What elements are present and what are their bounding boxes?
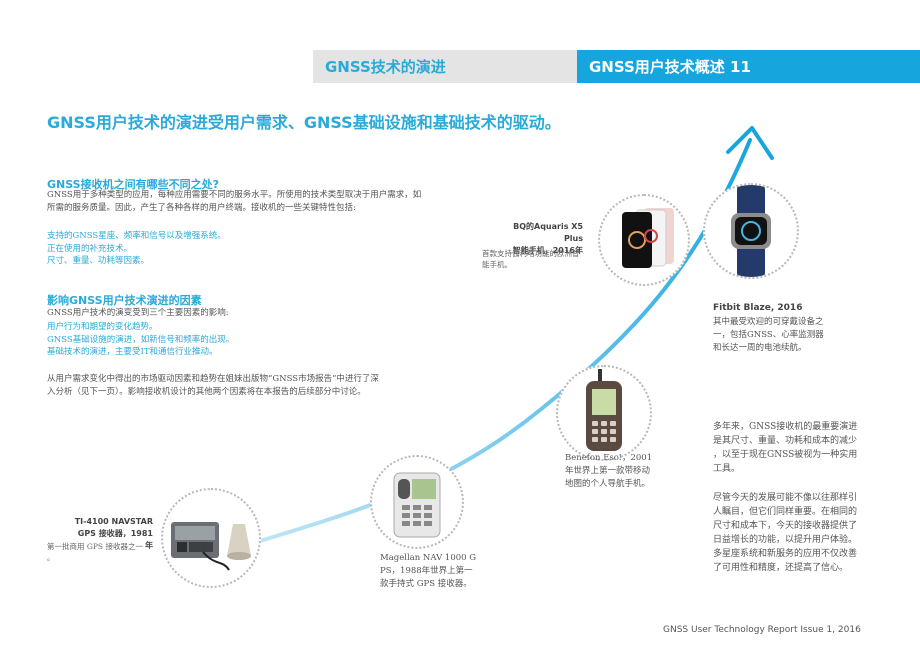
list-item: 用户行为和期望的变化趋势。	[47, 322, 158, 332]
section-intro-factors: GNSS用户技术的演变受到三个主要因素的影响:	[47, 308, 229, 318]
list-item: GNSS基础设施的演进，如新信号和频率的出现。	[47, 334, 235, 345]
evolution-paragraph-1: 多年来，GNSS接收机的最重要演进 是其尺寸、重量、功耗和成本的减少 ，以至于现…	[713, 420, 883, 476]
receiver-features-list: 支持的GNSS星座、频率和信号以及增强系统。 正在使用的补充技术。 尺寸、重量、…	[47, 230, 226, 268]
body-line: 从用户需求变化中得出的市场驱动因素和趋势在姐妹出版物“GNSS市场报告”中进行了…	[47, 374, 379, 384]
caption-line: 智能手机，2016年	[512, 246, 583, 255]
evolution-paragraph-2: 尽管今天的发展可能不像以往那样引 人瞩目，但它们同样重要。在相同的 尺寸和成本下…	[713, 491, 883, 575]
body-line: 工具。	[713, 464, 741, 474]
caption-line: 地图的个人导航手机。	[565, 479, 651, 489]
arrow-head	[726, 126, 774, 160]
body-line: 人瞩目，但它们同样重要。在相同的	[713, 507, 858, 517]
device-fitbit-desc: 其中最受欢迎的可穿戴设备之 一，包括GNSS、心率监测器 和长达一周的电池续航。	[713, 316, 853, 355]
caption-line: Magellan NAV 1000 G	[380, 553, 477, 563]
list-item: 尺寸、重量、功耗等因素。	[47, 256, 150, 266]
section-tab: GNSS技术的演进	[313, 50, 577, 83]
caption-line: 年世界上第一款带移动	[565, 466, 651, 476]
caption-line: BQ的Aquaris X5 Plus	[513, 222, 583, 243]
body-line: 日益增长的功能，以提升用户体验。	[713, 535, 858, 545]
body-line: 多星座系统和新服务的应用不仅改善	[713, 549, 858, 559]
device-magellan-image	[370, 455, 464, 549]
body-line: ，以至于现在GNSS被视为一种实用	[713, 450, 858, 460]
caption-line: Benefon Esc!，2001	[565, 453, 653, 463]
device-ti4100-title: TI-4100 NAVSTAR GPS 接收器，1981年	[71, 516, 153, 552]
list-item: 正在使用的补充技术。	[47, 243, 133, 254]
section-body-receivers: GNSS用于多种类型的应用，每种应用需要不同的服务水平。所使用的技术类型取决于用…	[47, 189, 447, 215]
caption-line: PS，1988年世界上第一	[380, 566, 473, 576]
body-line: 所需的服务质量。因此，产生了各种各样的用户终端。接收机的一些关键特性包括:	[47, 203, 356, 213]
caption-line: 和长达一周的电池续航。	[713, 343, 807, 353]
arrow-curve	[198, 138, 752, 562]
device-bq-title: BQ的Aquaris X5 Plus 智能手机，2016年	[497, 221, 583, 257]
device-benefon-desc: Benefon Esc!，2001 年世界上第一款带移动 地图的个人导航手机。	[565, 452, 665, 491]
caption-line: 。	[47, 553, 55, 562]
device-ti4100-desc: 第一批商用 GPS 接收器之一 。	[47, 541, 157, 563]
body-line: 尺寸和成本下，今天的接收器提供了	[713, 521, 858, 531]
body-line: 了可用性和精度，还提高了信心。	[713, 563, 849, 573]
body-line: 是其尺寸、重量、功耗和成本的减少	[713, 436, 858, 446]
caption-line: 款手持式 GPS 接收器。	[380, 579, 472, 589]
caption-line: 第一批商用 GPS 接收器之一	[47, 542, 143, 551]
caption-line: 首款支持伽利略功能的欧洲智	[482, 249, 580, 258]
device-benefon-image	[556, 365, 652, 461]
device-magellan-desc: Magellan NAV 1000 G PS，1988年世界上第一 款手持式 G…	[380, 552, 480, 591]
caption-line: 其中最受欢迎的可穿戴设备之	[713, 317, 824, 327]
chapter-tab: GNSS用户技术概述 11	[577, 50, 920, 83]
body-line: 多年来，GNSS接收机的最重要演进	[713, 422, 858, 432]
body-line: GNSS用于多种类型的应用，每种应用需要不同的服务水平。所使用的技术类型取决于用…	[47, 190, 422, 200]
list-item: 支持的GNSS星座、频率和信号以及增强系统。	[47, 231, 226, 241]
list-item: 基础技术的演进，主要受IT和通信行业推动。	[47, 347, 218, 357]
device-fitbit-image	[703, 183, 799, 279]
factors-list: 用户行为和期望的变化趋势。 GNSS基础设施的演进，如新信号和频率的出现。 基础…	[47, 321, 234, 359]
device-bq-desc: 首款支持伽利略功能的欧洲智 能手机。	[482, 248, 594, 270]
body-line: 尽管今天的发展可能不像以往那样引	[713, 493, 858, 503]
body-line: 入分析（见下一页）。影响接收机设计的其他两个因素将在本报告的后续部分中讨论。	[47, 387, 366, 397]
page-headline: GNSS用户技术的演进受用户需求、GNSS基础设施和基础技术的驱动。	[47, 113, 561, 132]
caption-line: 能手机。	[482, 260, 512, 269]
page-footer: GNSS User Technology Report Issue 1, 201…	[663, 625, 861, 635]
caption-line: 一，包括GNSS、心率监测器	[713, 330, 824, 340]
device-bq-image	[598, 194, 690, 286]
caption-line: TI-4100 NAVSTAR	[74, 517, 153, 526]
device-ti4100-image	[161, 488, 261, 588]
device-fitbit-title: Fitbit Blaze, 2016	[713, 303, 803, 313]
section-title-receivers: GNSS接收机之间有哪些不同之处?	[47, 178, 219, 191]
section-title-factors: 影响GNSS用户技术演进的因素	[47, 294, 202, 307]
caption-line: GPS 接收器，1981年	[77, 529, 153, 550]
section-outro-factors: 从用户需求变化中得出的市场驱动因素和趋势在姐妹出版物“GNSS市场报告”中进行了…	[47, 373, 447, 399]
